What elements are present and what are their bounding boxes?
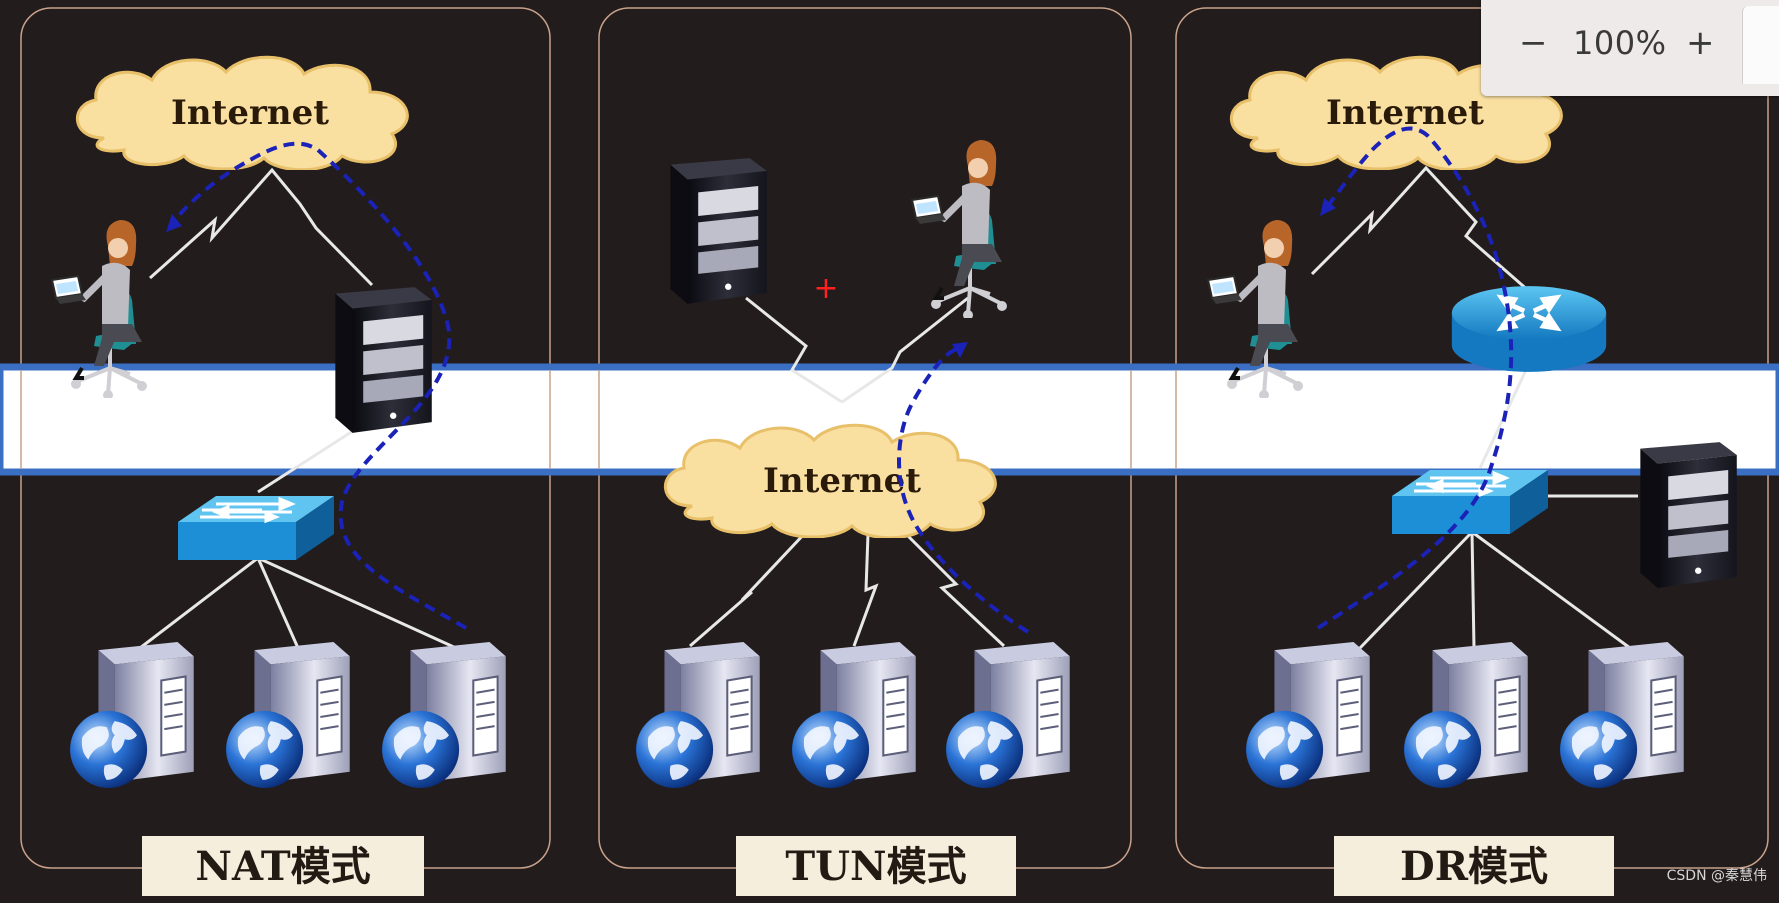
director-server-icon	[670, 158, 767, 304]
director-server-icon	[1640, 442, 1737, 588]
mode-label-box	[1334, 836, 1614, 896]
arrow-head	[166, 214, 182, 232]
link-client-internet	[1310, 165, 1531, 294]
cursor-mark: +	[813, 271, 838, 306]
switch-icon	[176, 494, 336, 562]
mode-label-box	[142, 836, 424, 896]
real-server-icon	[1245, 641, 1371, 789]
link-director-switch	[257, 418, 371, 494]
real-server-icon	[1403, 641, 1529, 789]
real-server-icon	[791, 641, 917, 789]
link-client-internet	[841, 296, 969, 404]
link-director-internet	[745, 296, 843, 404]
zoom-out-button[interactable]: −	[1519, 23, 1548, 63]
link-client-internet	[149, 167, 374, 287]
cloud-label: Internet	[1326, 93, 1484, 133]
real-server-icon	[635, 641, 761, 789]
real-server-icon	[381, 641, 507, 789]
zoom-control: − 100% +	[1481, 0, 1779, 96]
watermark: CSDN @秦慧伟	[1666, 868, 1767, 884]
mode-label-box	[736, 836, 1016, 896]
nat-panel: Internet NAT模式	[52, 55, 507, 896]
zoom-in-button[interactable]: +	[1686, 23, 1715, 63]
mode-label: TUN模式	[785, 843, 966, 890]
cloud-label: Internet	[763, 461, 921, 501]
flow-arrow	[897, 346, 1030, 634]
dr-panel: Internet DR模式	[1208, 55, 1737, 896]
zoom-level: 100%	[1573, 24, 1667, 62]
mode-label: DR模式	[1400, 843, 1548, 890]
flow-arrow	[1316, 126, 1514, 630]
arrow-head	[1320, 198, 1336, 216]
real-server-icon	[225, 641, 351, 789]
director-server-icon	[335, 287, 432, 433]
mode-label: NAT模式	[195, 843, 370, 890]
switch-icon	[1390, 468, 1550, 536]
client-user-icon	[912, 140, 1007, 320]
flow-arrow	[170, 141, 467, 630]
zoom-menu-button[interactable]	[1742, 6, 1779, 84]
real-server-icon	[69, 641, 195, 789]
real-server-icon	[945, 641, 1071, 789]
tun-panel: + Internet TUN模式	[635, 140, 1071, 896]
router-icon	[1452, 286, 1606, 372]
cloud-label: Internet	[171, 93, 329, 133]
arrow-head	[952, 342, 968, 358]
real-server-icon	[1559, 641, 1685, 789]
